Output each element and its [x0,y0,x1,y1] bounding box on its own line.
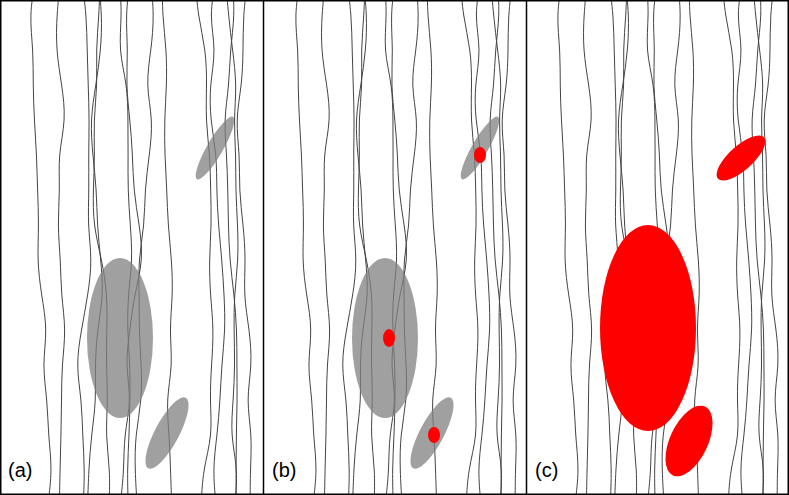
red-region [710,128,772,187]
red-region [383,329,395,347]
fiber-line [78,1,91,494]
fiber-line [225,1,237,494]
fiber-line [196,1,213,494]
panel-divider [526,0,528,495]
grey-region [190,113,240,183]
fiber-line [119,1,131,494]
fiber-line [343,1,356,494]
fiber-line [210,1,225,494]
panel [296,1,516,494]
panel-divider [263,0,265,495]
grey-region [403,392,462,474]
panel [558,1,778,494]
fiber-line [723,1,740,494]
fiber-line [31,1,51,494]
panel-label: (c) [533,459,560,481]
fiber-line [296,1,316,494]
fiber-line [752,1,764,494]
panel [31,1,251,494]
fiber-line [353,1,368,494]
fiber-line [491,1,503,494]
fiber-line [584,1,592,494]
fiber-line [737,1,752,494]
fiber-line [753,1,765,494]
fiber-line [226,1,238,494]
grey-region [455,113,505,183]
fiber-line [502,1,516,494]
red-region [656,399,723,484]
fiber-line [322,1,330,494]
fiber-line [88,1,103,494]
red-region [474,147,486,163]
fiber-line [400,1,418,494]
grey-region [138,392,197,474]
fiber-line [461,1,478,494]
fiber-line [475,1,490,494]
fiber-line [358,1,374,494]
fiber-line [135,1,153,494]
red-region [428,427,440,443]
grey-region [352,258,418,418]
panel-label: (b) [270,459,298,481]
fiber-line [490,1,502,494]
fiber-line [93,1,109,494]
panel-label: (a) [6,459,34,481]
fiber-line [57,1,65,494]
fiber-line [384,1,396,494]
grey-region [87,258,153,418]
red-region [600,225,696,431]
fiber-line [237,1,251,494]
fiber-line [605,1,618,494]
fiber-line [764,1,778,494]
fiber-line [558,1,578,494]
